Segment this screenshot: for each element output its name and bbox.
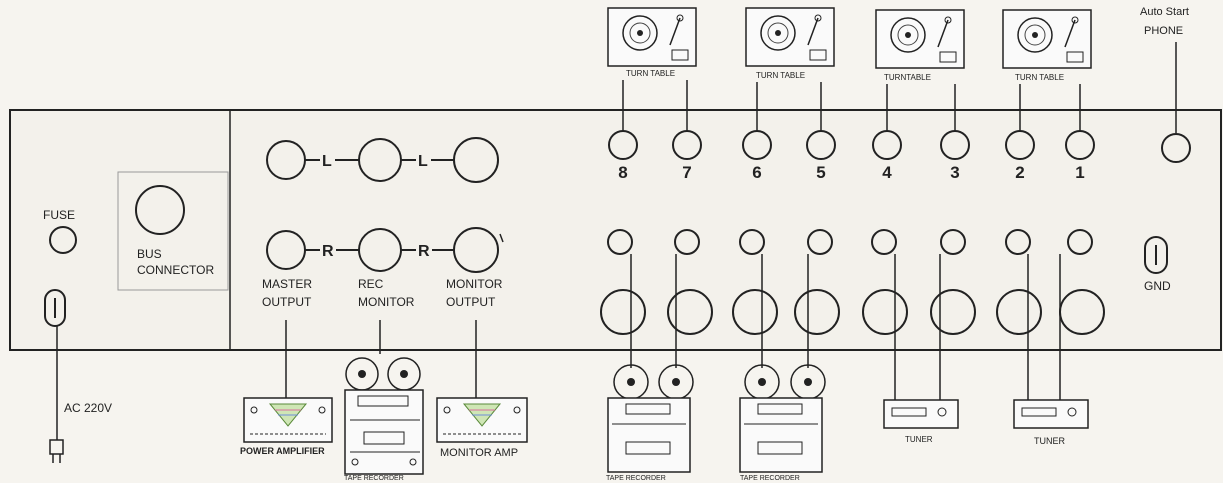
line-jack-2[interactable]: [1005, 229, 1031, 255]
line-jack-4[interactable]: [871, 229, 897, 255]
tape-recorder-1-device: TAPE RECORDER: [344, 357, 424, 482]
large-jack-4[interactable]: [862, 289, 908, 335]
bus-connector-socket[interactable]: [135, 185, 185, 235]
phono-number-8: 8: [618, 163, 627, 182]
ac-voltage-label: AC 220V: [64, 401, 112, 415]
phono-number-2: 2: [1015, 163, 1024, 182]
line-jack-8[interactable]: [607, 229, 633, 255]
turntable-3-label: TURNTABLE: [884, 73, 931, 82]
tuner-2-device: TUNER: [1013, 399, 1089, 446]
phono-channel-numbers: 8 7 6 5 4 3 2 1: [618, 163, 1084, 182]
monitor-output-label: OUTPUT: [446, 295, 496, 309]
tape-recorder-3-device: TAPE RECORDER: [739, 364, 826, 482]
rec-monitor-label: MONITOR: [358, 295, 415, 309]
phono-number-7: 7: [682, 163, 691, 182]
turntable-1-label: TURN TABLE: [626, 69, 675, 78]
master-output-label: OUTPUT: [262, 295, 312, 309]
monitor-label: MONITOR: [446, 277, 503, 291]
line-jack-5[interactable]: [807, 229, 833, 255]
master-label: MASTER: [262, 277, 312, 291]
phone-label: PHONE: [1144, 25, 1183, 37]
phono-number-1: 1: [1075, 163, 1084, 182]
gnd-terminal[interactable]: [1144, 236, 1168, 274]
line-jack-1[interactable]: [1067, 229, 1093, 255]
l-channel-marker-2: L: [418, 153, 428, 170]
tape-recorder-3-label: TAPE RECORDER: [740, 475, 800, 482]
bus-label: BUS: [137, 247, 162, 261]
line-jack-3[interactable]: [940, 229, 966, 255]
line-jack-6[interactable]: [739, 229, 765, 255]
large-jack-7[interactable]: [667, 289, 713, 335]
fuse-holder[interactable]: [49, 226, 77, 254]
turntable-1: TURN TABLE: [607, 7, 697, 78]
tuner-1-device: TUNER: [883, 399, 959, 444]
monitor-amp-label: MONITOR AMP: [440, 447, 518, 459]
tuner-1-label: TUNER: [905, 435, 933, 444]
large-jack-5[interactable]: [794, 289, 840, 335]
gnd-label: GND: [1144, 279, 1171, 293]
phono-number-6: 6: [752, 163, 761, 182]
power-plug-icon: [49, 439, 64, 463]
connector-label: CONNECTOR: [137, 263, 214, 277]
turntable-2-label: TURN TABLE: [756, 71, 805, 80]
power-cord-grommet: [44, 289, 66, 327]
bus-connector-recess: [117, 171, 229, 291]
large-jack-6[interactable]: [732, 289, 778, 335]
fuse-label: FUSE: [43, 208, 75, 222]
tape-recorder-2-device: TAPE RECORDER: [606, 364, 694, 482]
tape-recorder-1-label: TAPE RECORDER: [344, 475, 404, 482]
phono-number-4: 4: [882, 163, 892, 182]
large-jack-8[interactable]: [600, 289, 646, 335]
tape-recorder-2-label: TAPE RECORDER: [606, 475, 666, 482]
phono-number-5: 5: [816, 163, 825, 182]
power-amplifier-label: POWER AMPLIFIER: [240, 446, 325, 456]
phono-number-3: 3: [950, 163, 959, 182]
tuner-2-label: TUNER: [1034, 436, 1065, 446]
l-channel-marker: L: [322, 153, 332, 170]
power-amplifier-device: POWER AMPLIFIER: [240, 397, 333, 456]
rec-label: REC: [358, 277, 384, 291]
turntable-4: TURN TABLE: [1002, 9, 1092, 82]
auto-start-label: Auto Start: [1140, 6, 1189, 18]
large-jack-3[interactable]: [930, 289, 976, 335]
r-channel-marker-2: R: [418, 243, 430, 260]
monitor-output-r-jack[interactable]: [453, 227, 499, 273]
turntable-3: TURNTABLE: [875, 9, 965, 82]
turntable-4-label: TURN TABLE: [1015, 73, 1064, 82]
r-channel-marker: R: [322, 243, 334, 260]
large-jack-2[interactable]: [996, 289, 1042, 335]
line-jack-7[interactable]: [674, 229, 700, 255]
turntable-2: TURN TABLE: [745, 7, 835, 80]
monitor-amp-device: MONITOR AMP: [436, 397, 528, 459]
monitor-output-l-jack[interactable]: [453, 137, 499, 183]
phone-jack[interactable]: [1161, 133, 1191, 163]
